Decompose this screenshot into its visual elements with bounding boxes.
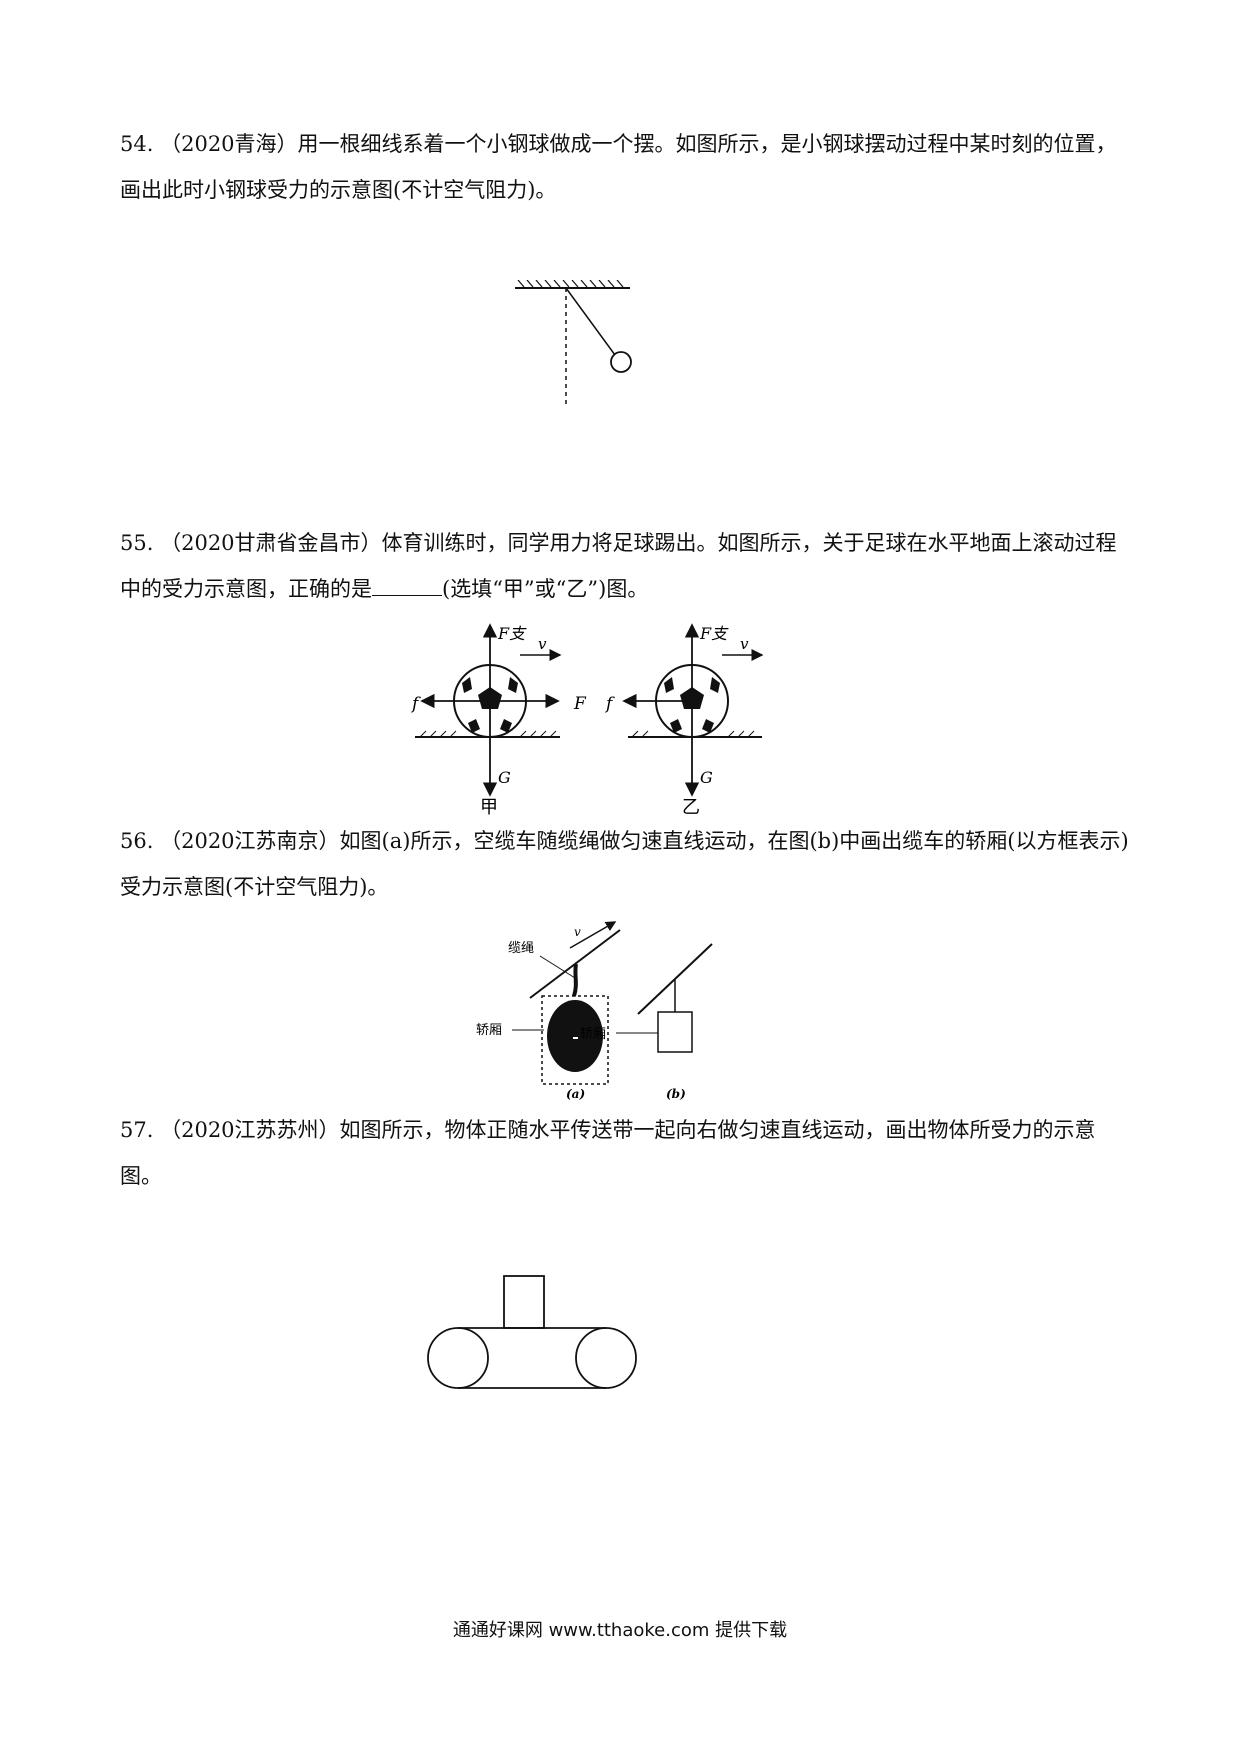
label-support-jia: F支 [497, 624, 527, 643]
football-figure: F支 v f F G 甲 F支 v f G 乙 [410, 623, 764, 815]
svg-text:v: v [574, 925, 581, 939]
answer-blank[interactable] [372, 577, 442, 596]
question-57-text: 57. （2020江苏苏州）如图所示，物体正随水平传送带一起向右做匀速直线运动，… [120, 1118, 1096, 1188]
figure-b: 轿厢 (b) [580, 943, 713, 1100]
label-friction-jia: f [410, 694, 421, 714]
svg-text:(b): (b) [666, 1087, 686, 1100]
question-56: 56. （2020江苏南京）如图(a)所示，空缆车随缆绳做匀速直线运动，在图(b… [120, 818, 1130, 910]
caption-jia: 甲 [480, 797, 498, 815]
steel-ball [610, 351, 632, 373]
question-55-text: 55. （2020甘肃省金昌市）体育训练时，同学用力将足球踢出。如图所示，关于足… [120, 531, 1117, 601]
right-roller [575, 1327, 637, 1389]
page-footer: 通通好课网 www.tthaoke.com 提供下载 [0, 1616, 1240, 1642]
figure-yi: F支 v f G 乙 [604, 623, 764, 815]
pendulum-figure [515, 280, 632, 408]
question-55: 55. （2020甘肃省金昌市）体育训练时，同学用力将足球踢出。如图所示，关于足… [120, 520, 1130, 612]
label-friction-yi: f [604, 694, 615, 714]
label-velocity-jia: v [538, 635, 547, 653]
svg-text:(a): (a) [566, 1087, 585, 1100]
label-velocity-yi: v [740, 635, 749, 653]
label-force-jia: F [573, 694, 587, 714]
svg-text:轿厢: 轿厢 [580, 1027, 606, 1042]
question-56-text: 56. （2020江苏南京）如图(a)所示，空缆车随缆绳做匀速直线运动，在图(b… [120, 829, 1129, 899]
svg-text:缆绳: 缆绳 [508, 940, 534, 956]
svg-text:轿厢: 轿厢 [476, 1023, 502, 1038]
label-gravity-yi: G [700, 768, 713, 787]
caption-yi: 乙 [682, 797, 700, 815]
label-support-yi: F支 [699, 624, 729, 643]
left-roller [427, 1327, 489, 1389]
object-block [503, 1275, 545, 1329]
cabin-b-box [657, 1011, 693, 1053]
question-57: 57. （2020江苏苏州）如图所示，物体正随水平传送带一起向右做匀速直线运动，… [120, 1107, 1130, 1199]
question-54: 54. （2020青海）用一根细线系着一个小钢球做成一个摆。如图所示，是小钢球摆… [120, 121, 1130, 213]
conveyor-figure [427, 1275, 637, 1389]
figure-a: v 缆绳 轿厢 (a) [476, 921, 621, 1100]
question-54-text: 54. （2020青海）用一根细线系着一个小钢球做成一个摆。如图所示，是小钢球摆… [120, 132, 1117, 202]
figure-jia: F支 v f F G 甲 [410, 623, 587, 815]
footer-text: 通通好课网 www.tthaoke.com 提供下载 [452, 1620, 788, 1641]
label-gravity-jia: G [498, 768, 511, 787]
cabin-a [547, 1000, 603, 1072]
cable-car-figure: v 缆绳 轿厢 (a) 轿厢 (b) [476, 921, 713, 1100]
